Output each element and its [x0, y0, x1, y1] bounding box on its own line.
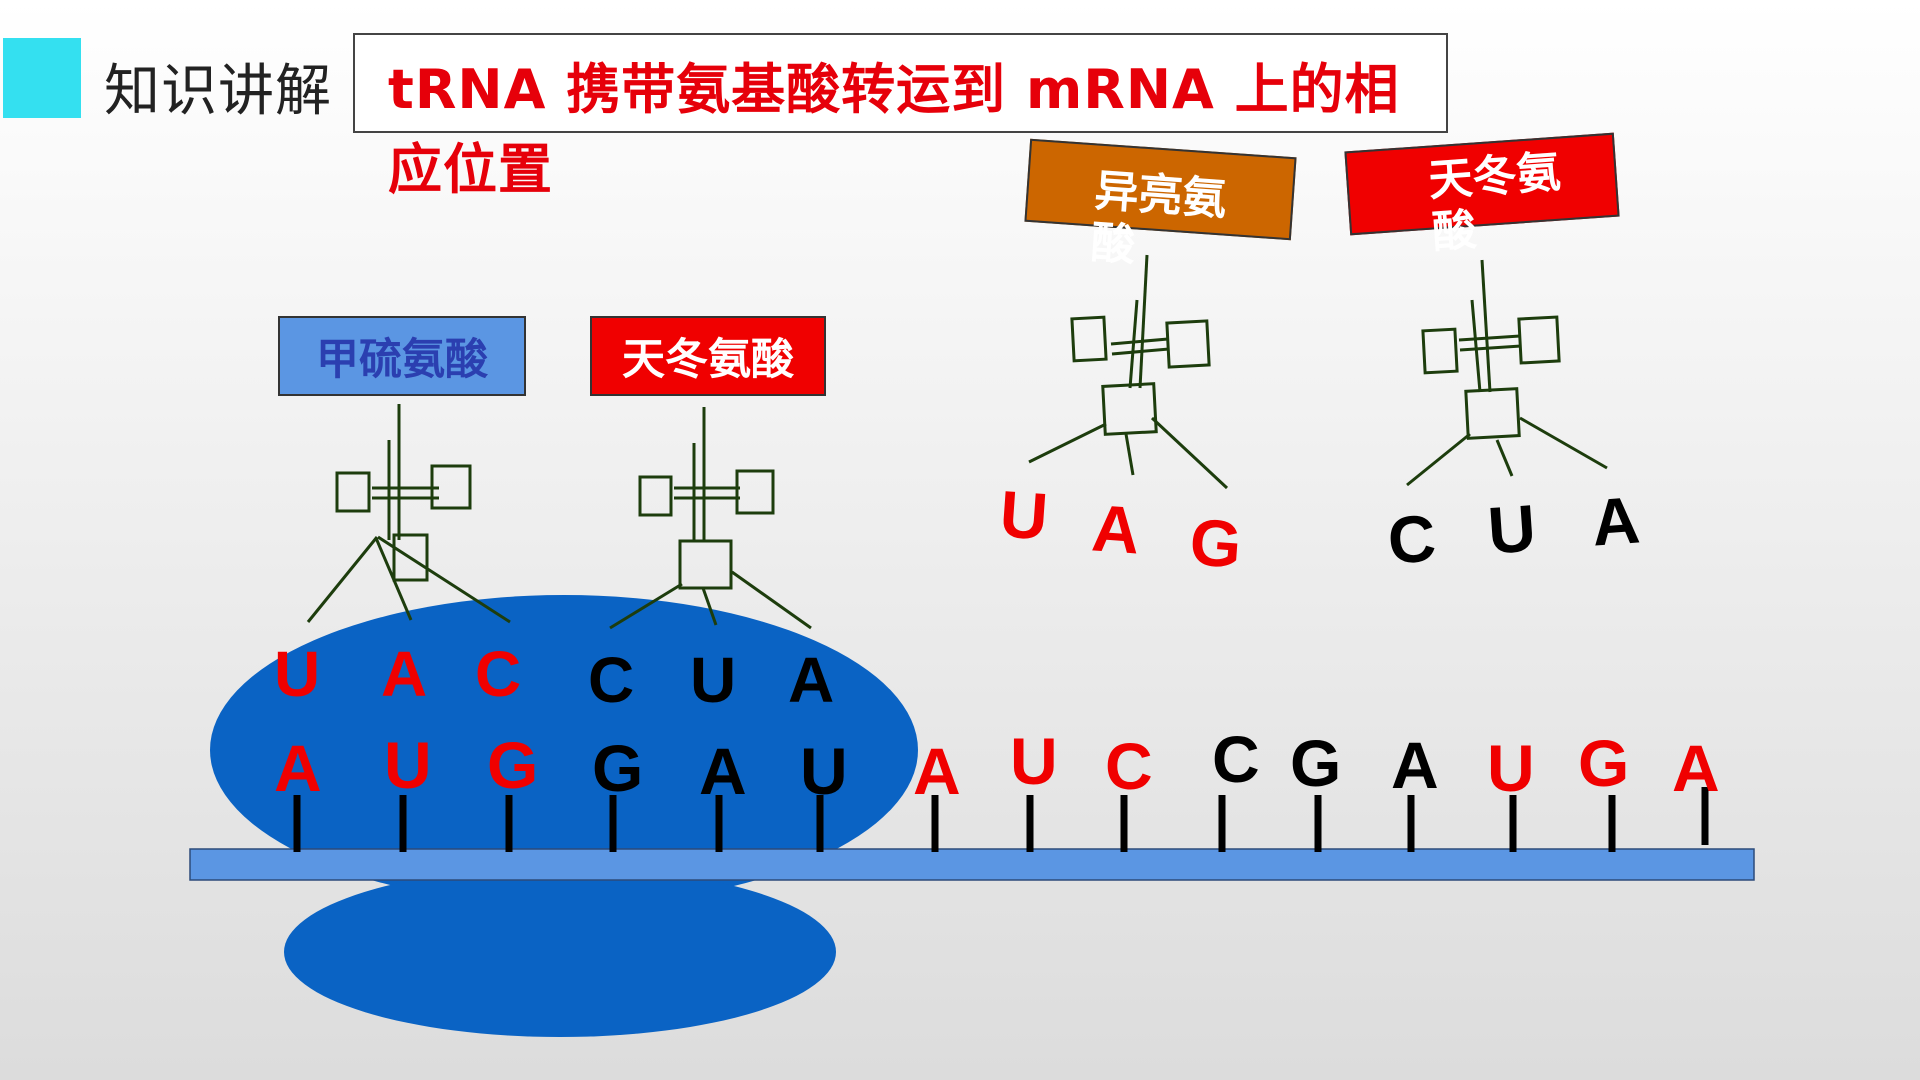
ribosome-small-subunit	[284, 867, 836, 1037]
anticodon-1-base-3: C	[475, 638, 522, 710]
amino-acid-asp-1-box: 天冬氨酸	[590, 316, 826, 396]
anticodon-3-base-1: U	[997, 476, 1051, 554]
amino-acid-met-label: 甲硫氨酸	[316, 335, 488, 385]
trna-2-shape	[609, 407, 812, 630]
anticodon-3-base-2: A	[1089, 490, 1143, 568]
mrna-strand	[189, 848, 1755, 881]
anticodon-4-base-1: C	[1385, 500, 1439, 578]
mrna-base-15: A	[1672, 731, 1720, 805]
mrna-base-5: A	[699, 734, 747, 808]
mrna-base-3: G	[487, 728, 539, 802]
anticodon-1-base-1: U	[274, 638, 321, 710]
trna-3-shape	[1028, 254, 1229, 490]
mrna-base-7: A	[913, 734, 961, 808]
anticodon-4-base-3: A	[1589, 482, 1643, 560]
anticodon-2-base-3: A	[788, 644, 835, 716]
mrna-base-8: U	[1010, 724, 1058, 798]
section-label: 知识讲解	[104, 59, 332, 124]
mrna-base-9: C	[1105, 729, 1153, 803]
trna-1-shape	[306, 404, 511, 624]
mrna-base-2: U	[384, 728, 432, 802]
mrna-base-12: A	[1391, 728, 1439, 802]
mrna-base-4: G	[592, 731, 644, 805]
amino-acid-asp-1-label: 天冬氨酸	[622, 335, 794, 385]
anticodon-3-base-3: G	[1187, 504, 1244, 582]
accent-square	[3, 38, 81, 118]
amino-acid-ile-label: 异亮氨酸	[1089, 165, 1229, 272]
mrna-ticks	[293, 787, 1709, 852]
mrna-base-11: G	[1290, 726, 1342, 800]
page-title: tRNA 携带氨基酸转运到 mRNA 上的相应位置	[388, 58, 1400, 201]
mrna-base-6: U	[800, 734, 848, 808]
mrna-base-13: U	[1487, 731, 1535, 805]
ribosome-large-subunit	[210, 595, 918, 905]
amino-acid-asp-2-label: 天冬氨酸	[1426, 146, 1563, 259]
anticodon-1-base-2: A	[381, 638, 428, 710]
anticodon-2-base-2: U	[690, 644, 737, 716]
anticodon-2-base-1: C	[588, 644, 635, 716]
trna-4-shape	[1406, 259, 1608, 487]
amino-acid-met-box: 甲硫氨酸	[278, 316, 526, 396]
mrna-base-14: G	[1578, 726, 1630, 800]
mrna-base-10: C	[1212, 722, 1260, 796]
title-box	[353, 33, 1448, 133]
mrna-base-1: A	[274, 731, 322, 805]
anticodon-4-base-2: U	[1485, 490, 1539, 568]
